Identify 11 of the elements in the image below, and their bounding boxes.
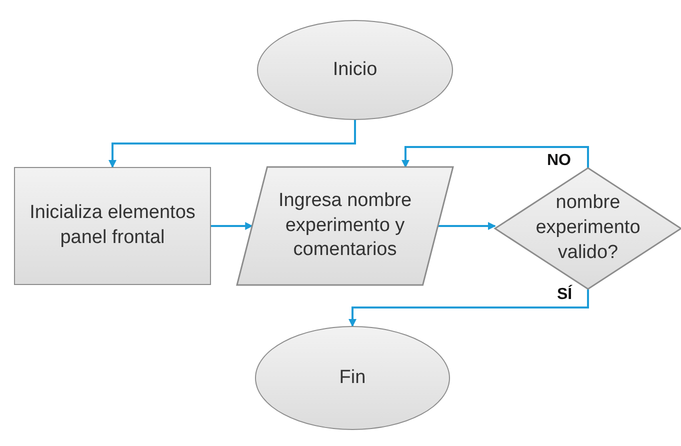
- arrow: [108, 120, 356, 168]
- input-parallelogram: [237, 167, 453, 285]
- node-label: Ingresa nombre experimento y comentarios: [277, 188, 413, 262]
- node-label: Fin: [339, 366, 366, 390]
- arrow: [438, 222, 496, 230]
- node-label: nombre experimento valido?: [534, 191, 642, 265]
- process-box: [14, 167, 211, 285]
- node-label: Inicializa elementos panel frontal: [28, 201, 196, 250]
- arrow: [401, 146, 589, 168]
- arrow: [211, 222, 254, 230]
- node-label: Inicio: [332, 58, 378, 82]
